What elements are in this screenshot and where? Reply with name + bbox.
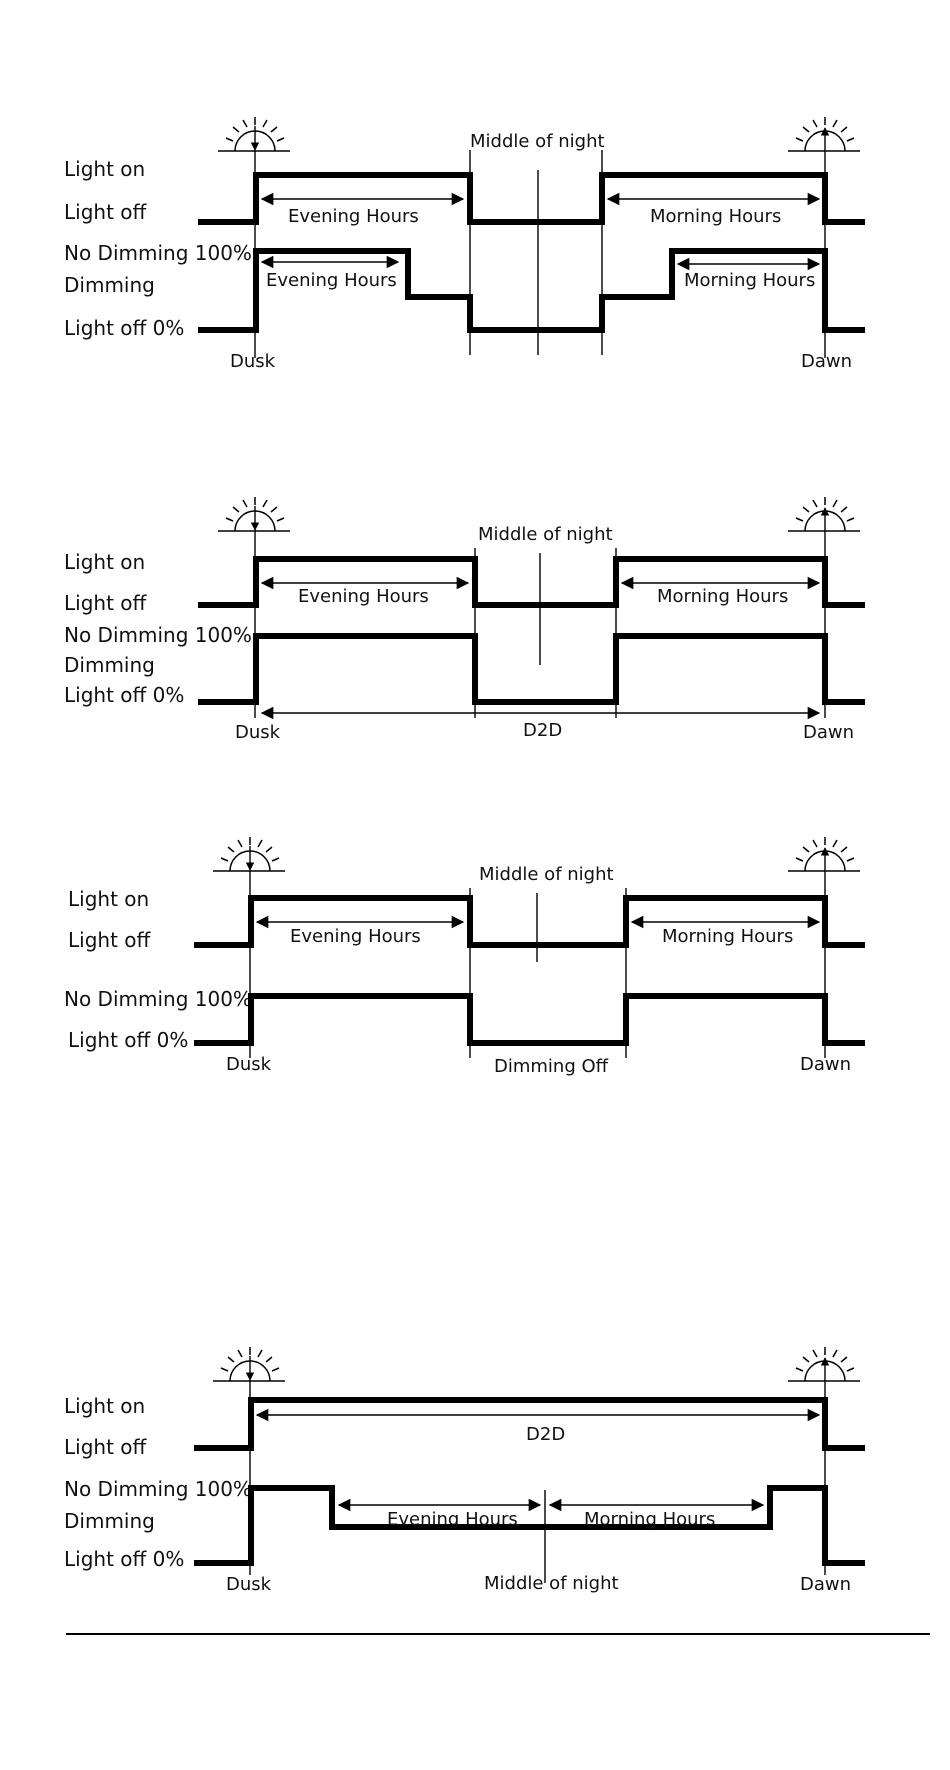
label-light-on: Light on: [64, 550, 145, 574]
sunrise-icon: [788, 497, 860, 532]
label-dimming: Dimming: [64, 1509, 155, 1533]
sunrise-icon: [788, 117, 860, 152]
dusk-label: Dusk: [235, 722, 281, 743]
diagram-4: Light on Light off No Dimming 100% Dimmi…: [64, 1347, 865, 1595]
evening-hours-label: Evening Hours: [298, 586, 429, 607]
light-signal: [194, 1397, 865, 1451]
evening-hours-dim-label: Evening Hours: [266, 270, 397, 291]
label-dimming: Dimming: [64, 653, 155, 677]
sunrise-icon: [788, 837, 860, 872]
diagram-2: Light on Light off No Dimming 100% Dimmi…: [64, 497, 865, 743]
sunrise-icon: [788, 1347, 860, 1382]
light-signal: [198, 172, 865, 225]
evening-hours-label: Evening Hours: [387, 1509, 518, 1530]
dusk-label: Dusk: [226, 1574, 272, 1595]
d2d-label: D2D: [526, 1424, 565, 1445]
morning-hours-label: Morning Hours: [662, 926, 793, 947]
sunset-icon: [213, 837, 285, 872]
dusk-label: Dusk: [230, 351, 276, 372]
label-light-on: Light on: [64, 1394, 145, 1418]
label-light-on: Light on: [64, 157, 145, 181]
label-light-off-0: Light off 0%: [64, 316, 184, 340]
dimming-signal: [198, 633, 865, 705]
label-no-dimming: No Dimming 100%: [64, 1477, 252, 1501]
light-signal: [198, 556, 865, 608]
sunset-icon: [218, 117, 290, 152]
label-light-off: Light off: [64, 1435, 148, 1459]
dimming-signal: [194, 1485, 865, 1566]
morning-hours-label: Morning Hours: [650, 206, 781, 227]
sunset-icon: [213, 1347, 285, 1382]
label-light-on: Light on: [68, 887, 149, 911]
label-no-dimming: No Dimming 100%: [64, 987, 252, 1011]
diagram-1: Light on Light off No Dimming 100% Dimmi…: [64, 117, 865, 372]
dimming-signal: [194, 993, 865, 1046]
label-no-dimming: No Dimming 100%: [64, 241, 252, 265]
label-light-off-0: Light off 0%: [64, 1547, 184, 1571]
middle-of-night-label: Middle of night: [478, 524, 613, 545]
label-light-off: Light off: [68, 928, 152, 952]
dimming-off-label: Dimming Off: [494, 1056, 609, 1077]
label-no-dimming: No Dimming 100%: [64, 623, 252, 647]
dusk-label: Dusk: [226, 1054, 272, 1075]
label-light-off-0: Light off 0%: [68, 1028, 188, 1052]
label-light-off-0: Light off 0%: [64, 683, 184, 707]
dawn-label: Dawn: [800, 1574, 851, 1595]
morning-hours-label: Morning Hours: [584, 1509, 715, 1530]
label-light-off: Light off: [64, 591, 148, 615]
dawn-label: Dawn: [801, 351, 852, 372]
dawn-label: Dawn: [800, 1054, 851, 1075]
middle-of-night-label: Middle of night: [484, 1573, 619, 1594]
light-signal: [194, 895, 865, 948]
sunset-icon: [218, 497, 290, 532]
morning-hours-label: Morning Hours: [657, 586, 788, 607]
dawn-label: Dawn: [803, 722, 854, 743]
middle-of-night-label: Middle of night: [479, 864, 614, 885]
dimming-signal: [198, 248, 865, 333]
evening-hours-label: Evening Hours: [290, 926, 421, 947]
evening-hours-label: Evening Hours: [288, 206, 419, 227]
label-light-off: Light off: [64, 200, 148, 224]
d2d-label: D2D: [523, 720, 562, 741]
label-dimming: Dimming: [64, 273, 155, 297]
diagram-3: Light on Light off No Dimming 100% Light…: [64, 837, 865, 1077]
middle-of-night-label: Middle of night: [470, 131, 605, 152]
morning-hours-dim-label: Morning Hours: [684, 270, 815, 291]
